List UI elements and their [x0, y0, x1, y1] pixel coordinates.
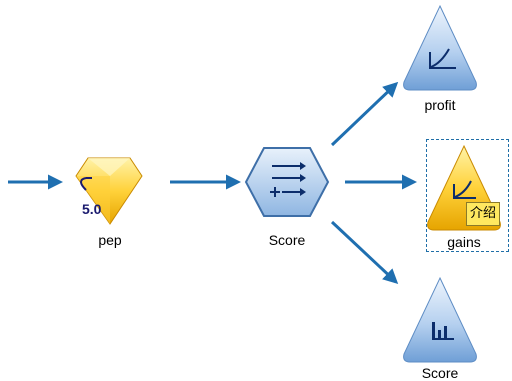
node-label-score-output: Score — [421, 365, 459, 381]
c-letter-glyph — [80, 177, 92, 191]
version-badge: 5.0 — [82, 201, 102, 217]
c50-model-diamond-icon[interactable] — [75, 157, 143, 225]
selection-box — [426, 139, 509, 252]
node-label-pep: pep — [98, 232, 122, 248]
link-score-to-profit[interactable] — [330, 81, 399, 147]
links — [8, 81, 417, 285]
score-process-hexagon-icon[interactable] — [244, 147, 330, 217]
node-label-gains: gains — [447, 234, 481, 250]
tooltip: 介绍 — [466, 202, 501, 226]
node-label-profit: profit — [424, 97, 456, 113]
evaluation-chart-triangle-icon[interactable] — [403, 4, 477, 91]
node-label-score-process: Score — [268, 232, 306, 248]
analysis-chart-triangle-icon[interactable] — [403, 276, 477, 363]
link-score-to-score-output[interactable] — [330, 220, 399, 285]
